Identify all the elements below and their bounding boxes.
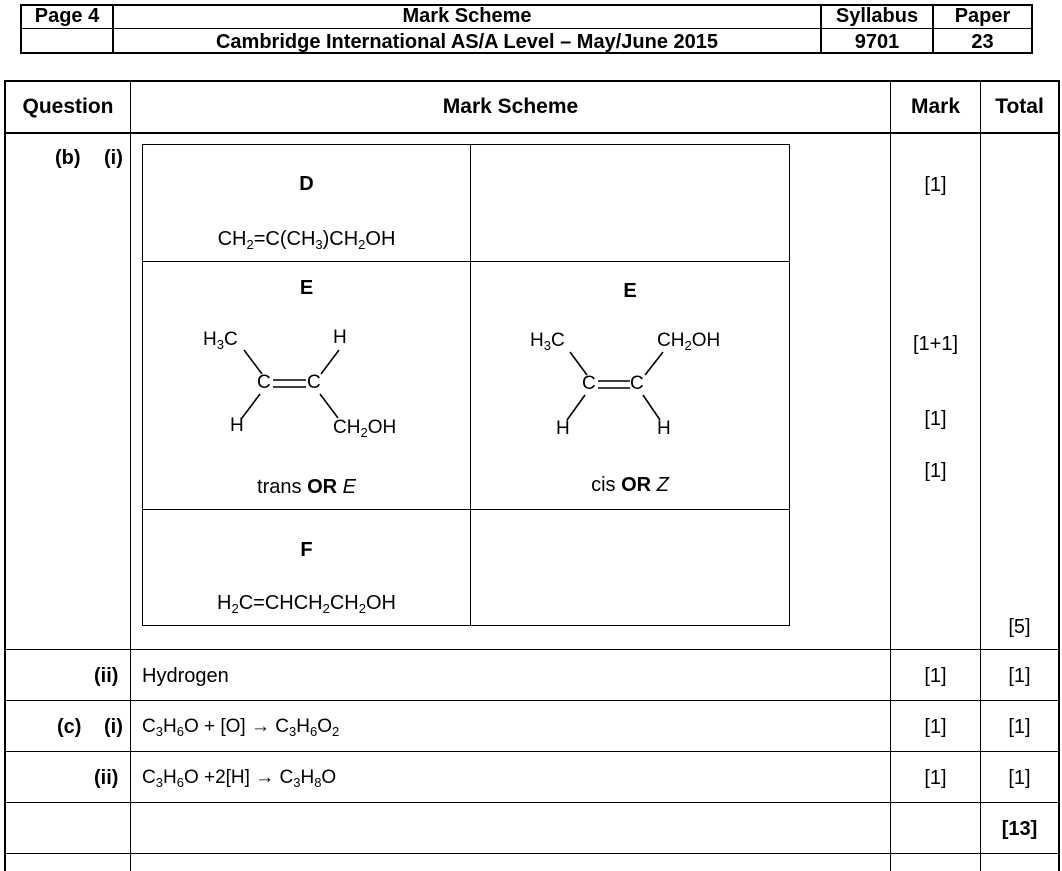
answer-c-ii: C3H6O +2[H] → C3H8O: [142, 767, 337, 790]
question-b-i-label: (i): [104, 147, 123, 169]
question-c-i-label: (i): [104, 716, 123, 738]
structure-e-trans-caption: trans OR E: [257, 476, 356, 498]
structure-e-cis-label: E: [623, 280, 637, 302]
e-cis-top-right-group: CH2OH: [657, 330, 721, 353]
column-question: Question: [22, 95, 114, 118]
e-trans-top-right-group: H: [333, 327, 347, 348]
header-page: Page 4: [34, 5, 100, 27]
answer-b-ii: Hydrogen: [142, 665, 229, 687]
header-title: Mark Scheme: [402, 5, 532, 27]
structure-d-label: D: [299, 173, 314, 195]
question-c-ii-label: (ii): [94, 767, 119, 789]
e-cis-bottom-right-group: H: [657, 418, 671, 439]
total-b-ii: [1]: [1008, 665, 1031, 687]
e-trans-carbon-right: C: [307, 372, 321, 393]
mark-b-i-e: [1+1]: [912, 333, 959, 355]
e-trans-top-left-group: H3C: [203, 329, 238, 352]
mark-b-i-trans: [1]: [924, 408, 947, 430]
structure-f-label: F: [300, 539, 313, 561]
mark-b-i-d: [1]: [924, 174, 947, 196]
question-b-ii-label: (ii): [94, 665, 119, 687]
e-cis-top-left-group: H3C: [530, 330, 565, 353]
e-trans-carbon-left: C: [257, 372, 271, 393]
total-c-ii: [1]: [1008, 767, 1031, 789]
mark-b-ii: [1]: [924, 665, 947, 687]
mark-c-i: [1]: [924, 716, 947, 738]
e-trans-bottom-left-group: H: [230, 415, 244, 436]
header-syllabus-value: 9701: [854, 31, 900, 53]
header-paper-value: 23: [971, 31, 994, 53]
mark-b-i-cis: [1]: [924, 460, 947, 482]
total-b-i: [5]: [1008, 616, 1031, 638]
structure-e-cis-caption: cis OR Z: [591, 474, 669, 496]
e-cis-carbon-right: C: [630, 373, 644, 394]
e-cis-bottom-left-group: H: [556, 418, 570, 439]
column-total: Total: [995, 95, 1044, 118]
column-mark: Mark: [910, 95, 961, 118]
e-trans-bottom-right-group: CH2OH: [333, 417, 397, 440]
header-paper-label: Paper: [954, 5, 1011, 27]
column-mark-scheme: Mark Scheme: [442, 95, 579, 118]
e-cis-carbon-left: C: [582, 373, 596, 394]
structure-e-trans-label: E: [299, 277, 314, 299]
question-b-label: (b): [55, 147, 81, 169]
structure-f-formula: H2C=CHCH2CH2OH: [217, 592, 396, 616]
question-c-label: (c): [57, 716, 82, 738]
mark-c-ii: [1]: [924, 767, 947, 789]
grand-total: [13]: [1001, 818, 1038, 840]
total-c-i: [1]: [1008, 716, 1031, 738]
header-subtitle: Cambridge International AS/A Level – May…: [215, 31, 718, 53]
structure-d-formula: CH2=C(CH3)CH2OH: [217, 228, 396, 252]
header-syllabus-label: Syllabus: [835, 5, 919, 27]
answer-c-i: C3H6O + [O] → C3H6O2: [142, 716, 340, 739]
